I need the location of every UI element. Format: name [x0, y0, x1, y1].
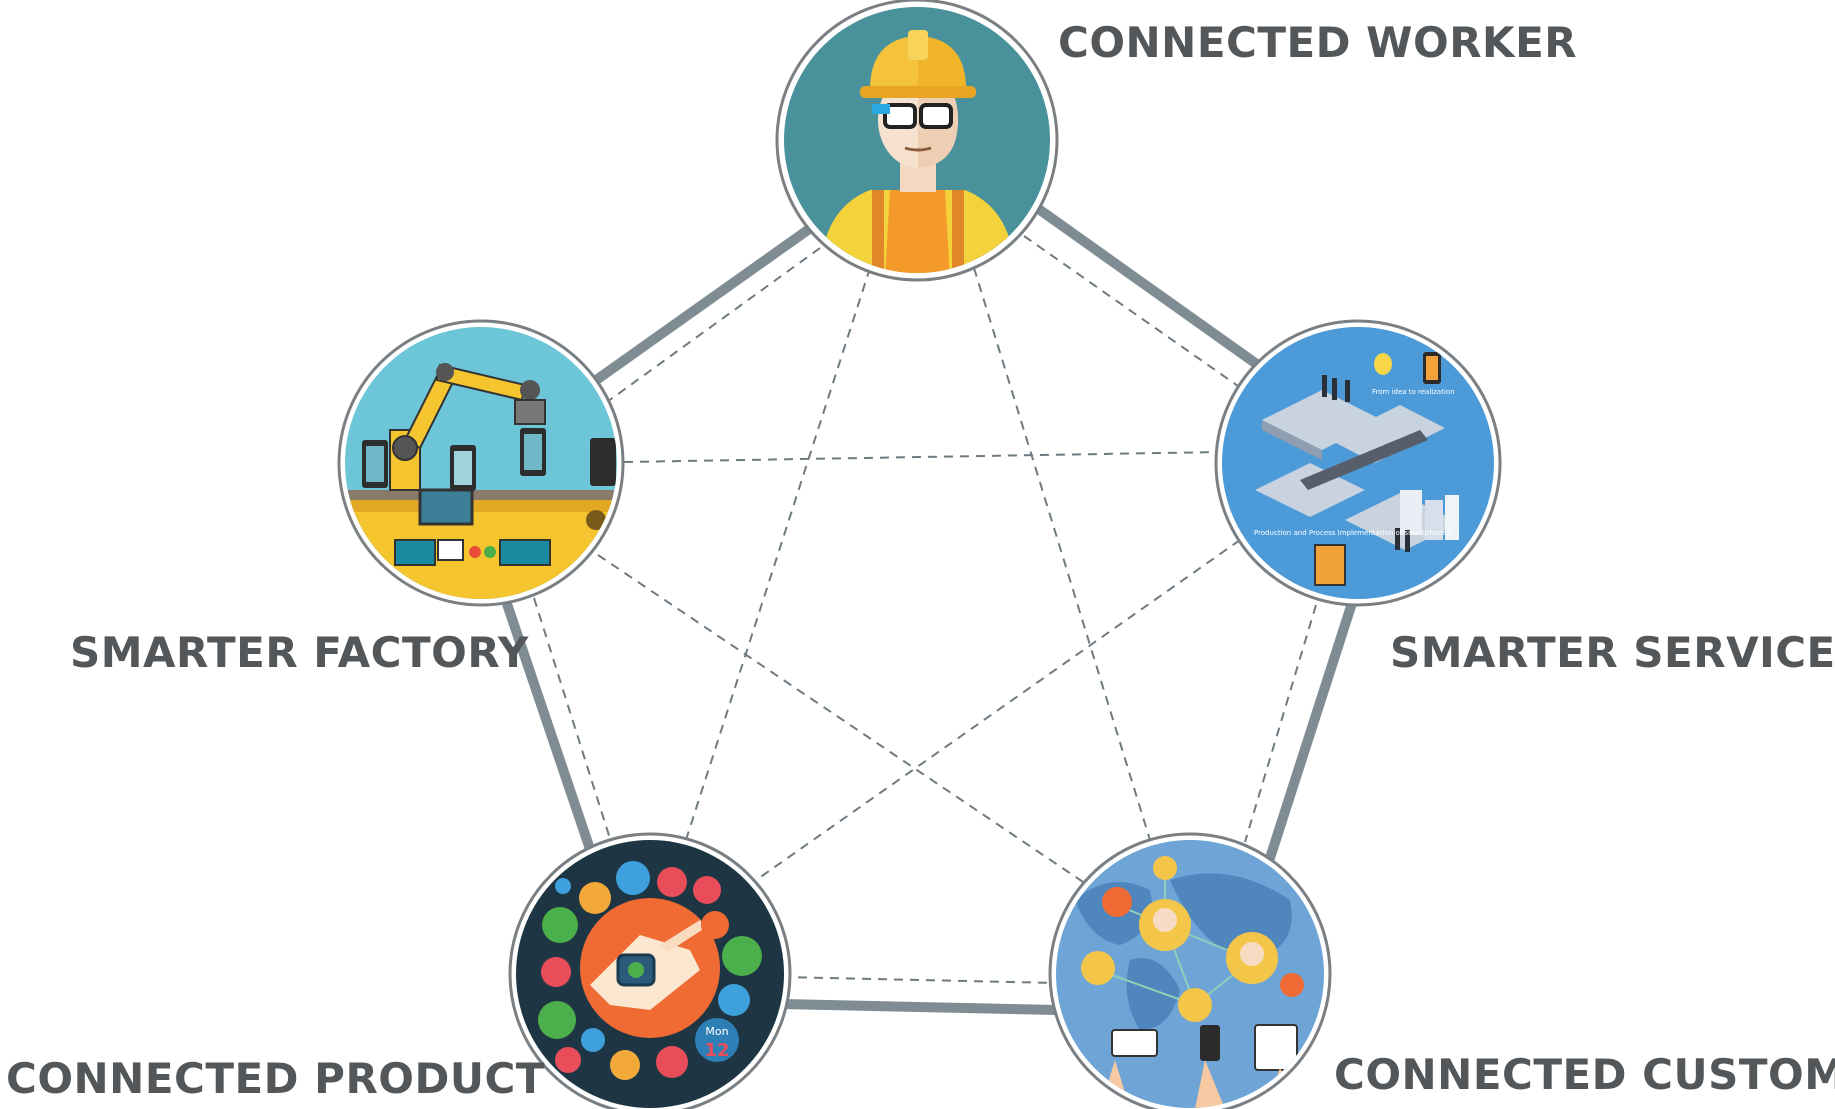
node-connected-worker: [775, 0, 1059, 282]
service-idea-caption: From idea to realization: [1372, 388, 1455, 396]
avatar: [1280, 973, 1304, 997]
clock-icon: [701, 911, 729, 939]
label-connected-product: CONNECTED PRODUCT: [6, 1054, 545, 1103]
node-connected-product: Mon 12: [508, 832, 792, 1109]
wifi-icon: [656, 1046, 688, 1078]
cloud-icon: [579, 882, 611, 914]
solid-edges: [500, 205, 1358, 1015]
dashed-edges: [533, 235, 1317, 984]
chat-icon: [616, 861, 650, 895]
edge-service-customer: [1265, 595, 1358, 863]
calendar-date: 12: [704, 1040, 729, 1061]
globe-icon: [541, 957, 571, 987]
node-smarter-factory: [337, 319, 625, 607]
phone-icon: [542, 907, 578, 943]
service-process-caption: Production and Process Implementation of…: [1254, 529, 1451, 537]
play-icon: [718, 984, 750, 1016]
label-connected-worker: CONNECTED WORKER: [1058, 18, 1578, 67]
mail-icon: [538, 1001, 576, 1039]
calendar-icon: [695, 1018, 739, 1062]
running-icon: [722, 936, 762, 976]
edge-factory-product: [500, 593, 597, 860]
location-icon: [693, 876, 721, 904]
avatar: [1102, 887, 1132, 917]
avatar: [1081, 951, 1115, 985]
label-smarter-service: SMARTER SERVICE: [1390, 628, 1835, 677]
label-smarter-factory: SMARTER FACTORY: [70, 628, 529, 677]
node-smarter-service: From idea to realization Production and …: [1214, 319, 1502, 607]
avatar: [1153, 856, 1177, 880]
calendar-day: Mon: [705, 1025, 728, 1038]
heart-icon: [657, 867, 687, 897]
mic-icon: [555, 1047, 581, 1073]
edge-worker-service: [1035, 205, 1270, 375]
camera-icon: [581, 1028, 605, 1052]
edge-worker-factory: [580, 222, 817, 393]
avatar: [1178, 988, 1212, 1022]
edge-product-customer: [777, 999, 1062, 1015]
basket-icon: [610, 1050, 640, 1080]
label-connected-customer: CONNECTED CUSTOMER: [1334, 1050, 1835, 1099]
drop-icon: [555, 878, 571, 894]
node-connected-customer: [1048, 832, 1332, 1109]
